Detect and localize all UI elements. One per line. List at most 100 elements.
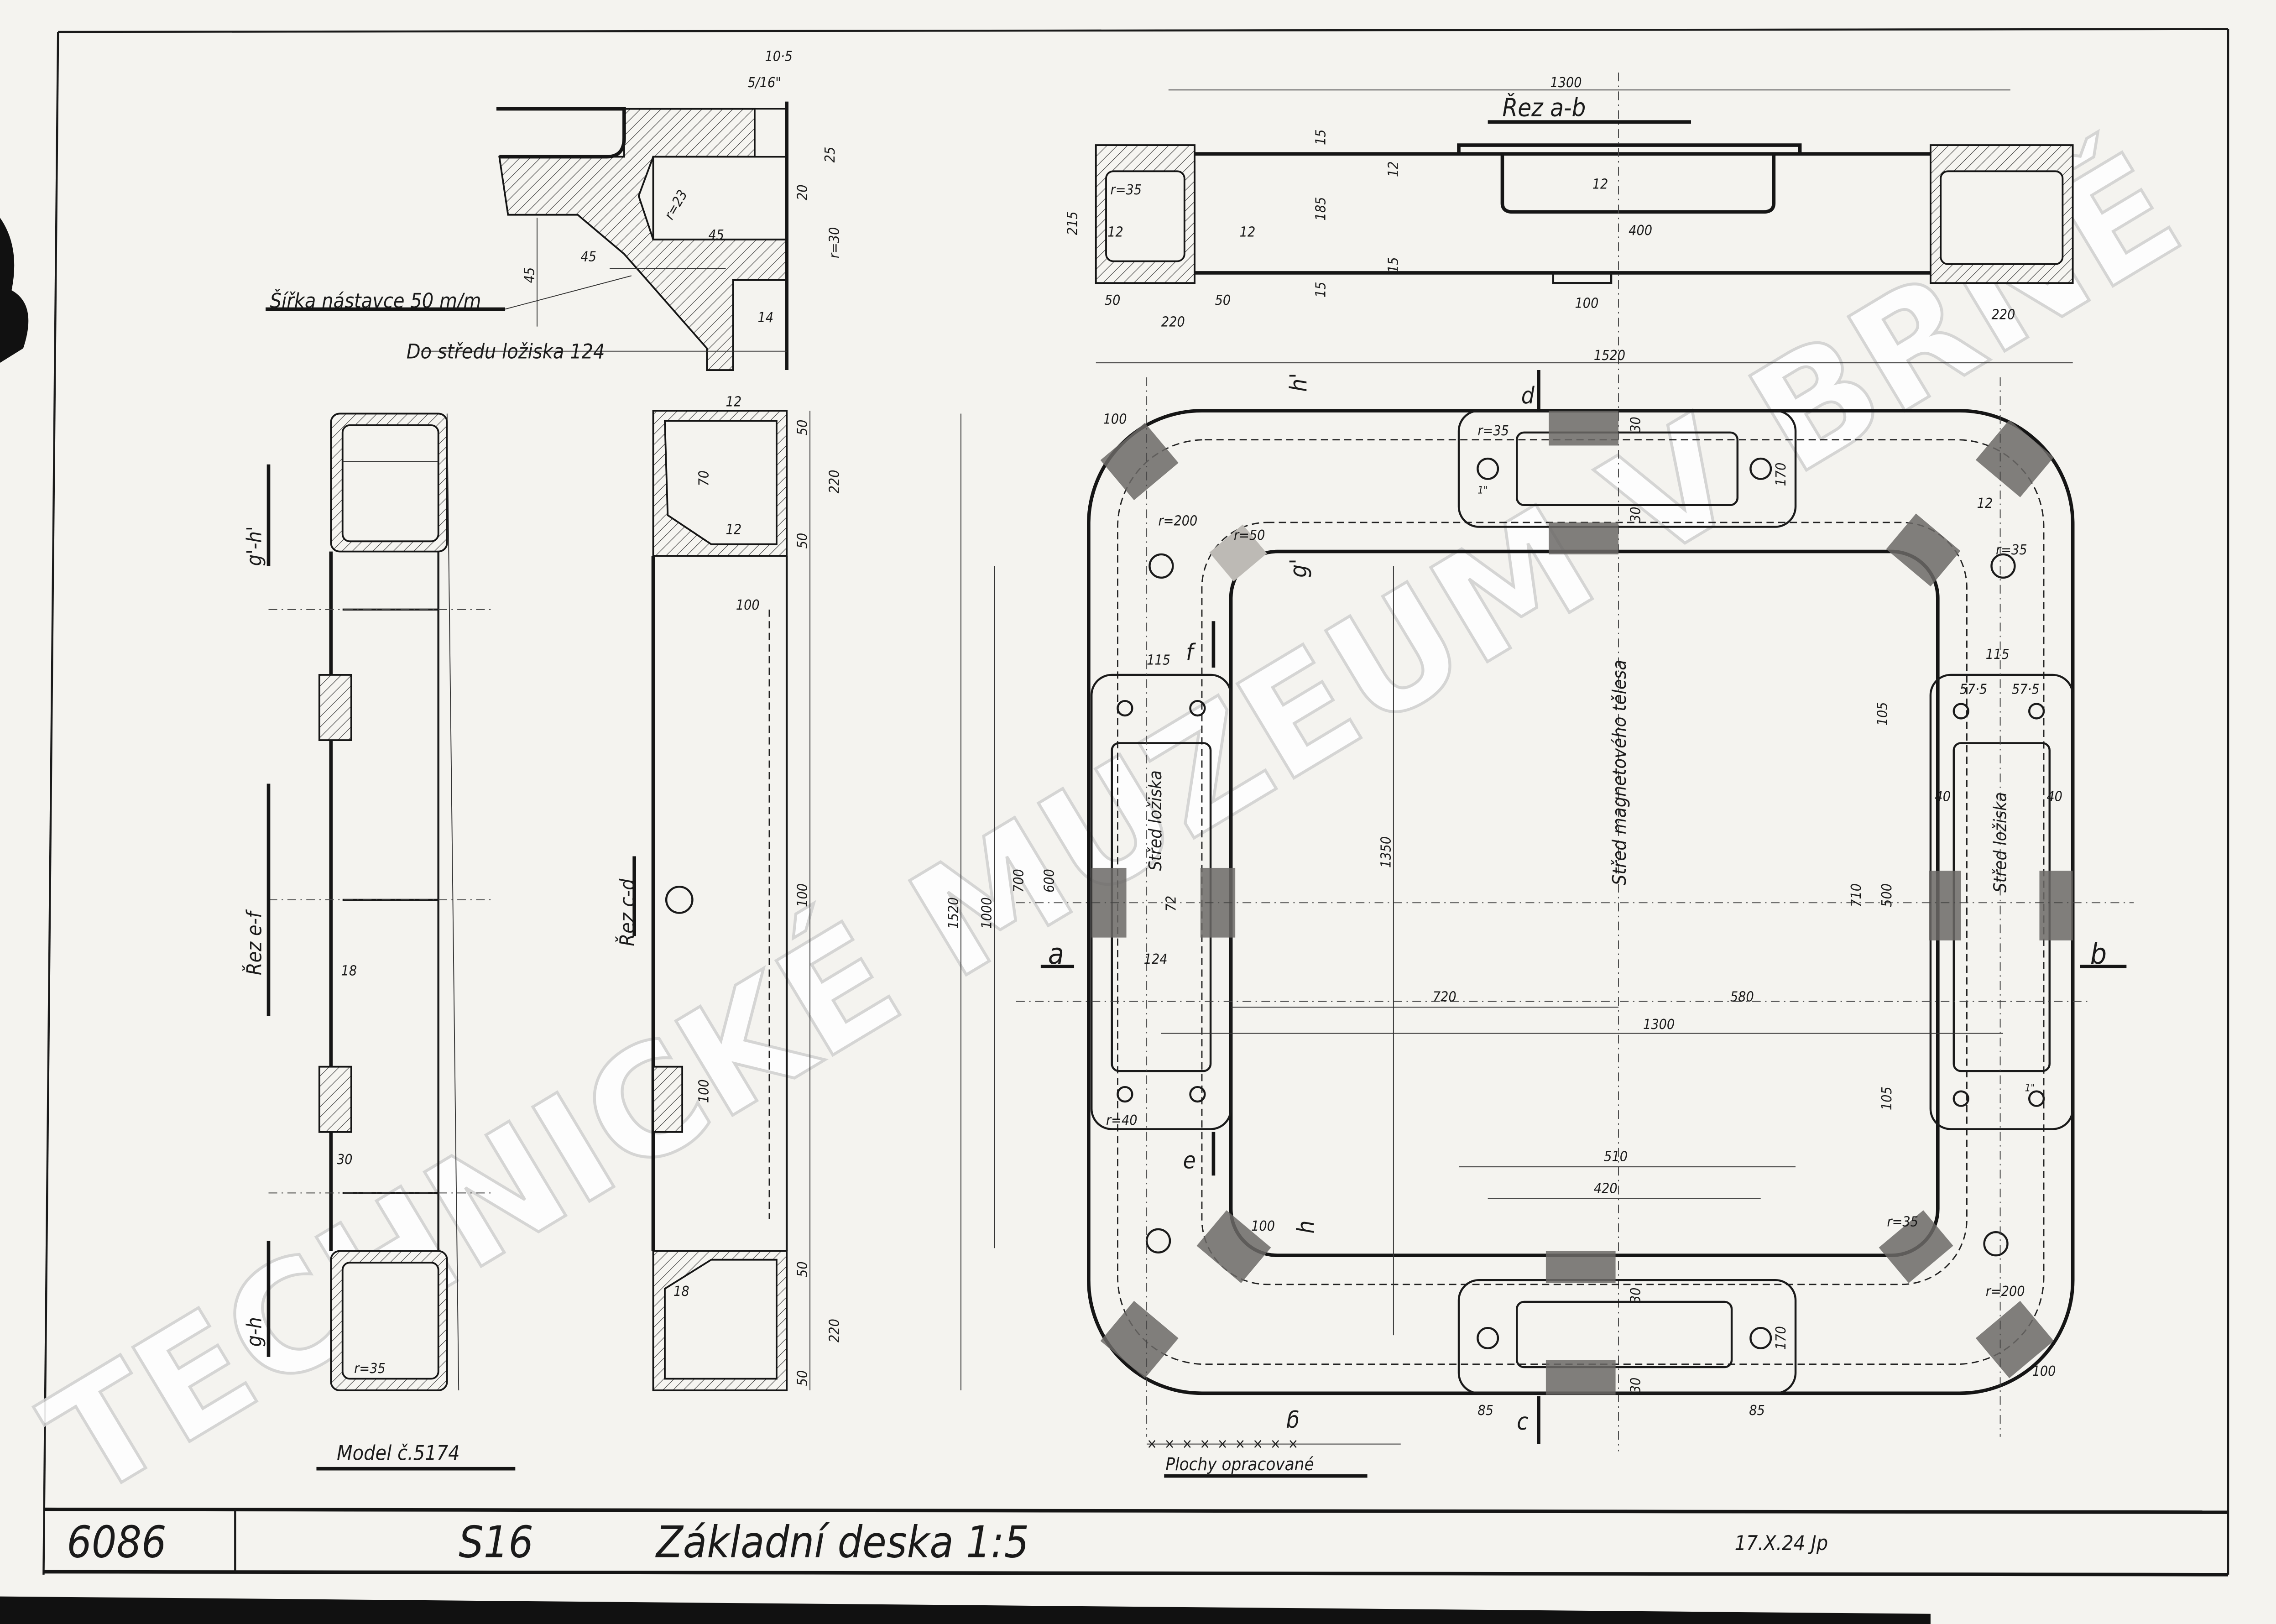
- dim-label: 400: [1629, 223, 1652, 239]
- dim-label: 30: [1628, 417, 1644, 433]
- dim-label: r=30: [827, 227, 843, 259]
- dim-label: 720: [1433, 989, 1456, 1005]
- dim-label: 220: [1161, 314, 1185, 330]
- dim-label: r=40: [1106, 1112, 1138, 1128]
- dim-label: 105: [1874, 702, 1890, 726]
- bearing-center-note: Do středu ložiska 124: [407, 340, 605, 364]
- dim-label: 50: [795, 1261, 811, 1277]
- dim-label: 12: [726, 522, 742, 538]
- dim-label: 12: [1977, 496, 1993, 512]
- cut-letter-b: b: [2090, 937, 2107, 971]
- dim-label: 420: [1594, 1180, 1618, 1196]
- dim-label: 1000: [979, 897, 995, 929]
- section-label-gh-prime: g'-h': [243, 526, 266, 566]
- attachment-width-note: Šířka nástavce 50 m/m: [270, 288, 481, 313]
- dim-label: 30: [337, 1152, 353, 1168]
- dim-label: 15: [1385, 257, 1401, 273]
- dim-label: 510: [1604, 1149, 1628, 1164]
- dim-label: 45: [580, 249, 596, 265]
- dim-label: 85: [1477, 1403, 1493, 1419]
- dim-label: 1300: [1550, 75, 1582, 91]
- dim-label: 100: [1103, 412, 1127, 428]
- section-label-cd: Řez c-d: [615, 878, 639, 946]
- cut-letter-h-prime: h': [1285, 373, 1312, 392]
- section-ef-view: g'-h' Řez e-f g-h 18 30 r=35 Model č.517…: [242, 413, 516, 1471]
- machined-surfaces-note: Plochy opracované: [1165, 1454, 1314, 1474]
- dim-label: 12: [1107, 224, 1123, 240]
- dim-label: 1520: [946, 897, 962, 929]
- cut-letter-c: c: [1517, 1409, 1528, 1436]
- dim-label: 50: [1105, 292, 1121, 308]
- dim-label: 12: [726, 394, 742, 410]
- dim-label: r=200: [1986, 1284, 2025, 1300]
- machined-patches: [1091, 411, 2073, 1395]
- dim-label: 57·5: [2012, 681, 2039, 697]
- dim-label: 10·5: [765, 49, 792, 65]
- dim-label: 1": [1477, 484, 1488, 496]
- model-number-note: Model č.5174: [337, 1441, 460, 1465]
- dim-label: 115: [1147, 653, 1170, 668]
- dim-label: 100: [795, 883, 811, 907]
- dim-label: 70: [696, 470, 712, 486]
- dim-label: 25: [822, 147, 838, 163]
- cut-letter-e: e: [1183, 1147, 1196, 1174]
- section-ab-view: 1300 Řez a-b 15 12 185 15 15 12 12 r=35 …: [1065, 73, 2074, 1452]
- cut-letter-g: g: [1286, 1409, 1299, 1436]
- dim-label: 170: [1773, 1326, 1789, 1350]
- dim-label: 5/16": [747, 75, 781, 91]
- dim-label: 12: [1240, 224, 1256, 240]
- dim-label: r=35: [1477, 423, 1509, 439]
- dim-label: r=50: [1234, 527, 1265, 543]
- dim-label: 710: [1848, 883, 1864, 907]
- dim-label: 15: [1313, 129, 1329, 145]
- title-block: 6086 S16 Základní deska 1:5 17.X.24 Jp: [43, 1507, 2229, 1577]
- section-cd-view: Řez c-d 12 70 12 100 220 50 50 100 100 1…: [615, 394, 995, 1391]
- dim-label: 1350: [1378, 836, 1394, 868]
- dim-label: 20: [795, 184, 811, 200]
- cut-letter-d: d: [1521, 382, 1535, 409]
- plan-view: a b c d e f g g' h h' Střed magnetového …: [1011, 370, 2134, 1478]
- dim-label: 185: [1313, 197, 1329, 221]
- dim-label: 600: [1041, 869, 1057, 893]
- dim-label: 700: [1011, 869, 1027, 893]
- dim-label: 124: [1144, 951, 1168, 967]
- cut-letter-a: a: [1048, 937, 1064, 971]
- dim-label: 100: [696, 1079, 712, 1103]
- dim-label: 105: [1879, 1086, 1895, 1110]
- dim-label: 57·5: [1960, 681, 1987, 697]
- series-code: S16: [459, 1517, 533, 1568]
- dim-label: 72: [1164, 896, 1180, 912]
- bearing-center-right-label: Střed ložiska: [1990, 792, 2010, 893]
- cut-letter-h: h: [1293, 1220, 1320, 1233]
- dim-label: 220: [827, 470, 843, 494]
- dim-label: 12: [1385, 161, 1401, 177]
- dim-label: 45: [708, 227, 724, 243]
- date-signature: 17.X.24 Jp: [1734, 1531, 1828, 1555]
- dim-label: 170: [1773, 463, 1789, 486]
- dim-label: 30: [1628, 507, 1644, 522]
- dim-label: 45: [522, 267, 538, 283]
- dim-label: 100: [1575, 295, 1599, 311]
- cut-letter-g-prime: g': [1285, 559, 1312, 578]
- dim-label: 40: [2046, 789, 2062, 805]
- torn-edge: [0, 218, 29, 363]
- dim-label: 580: [1730, 989, 1754, 1005]
- dim-label: 15: [1313, 282, 1329, 298]
- dim-label: 30: [1628, 1288, 1644, 1304]
- dim-label: 220: [1991, 307, 2015, 323]
- bolt-holes: [1117, 457, 2045, 1349]
- section-label-ef: Řez e-f: [242, 909, 266, 975]
- torn-bottom-edge: [0, 1596, 1931, 1624]
- dim-label: 18: [673, 1284, 689, 1300]
- dim-label: 100: [736, 597, 760, 613]
- dim-label: r=35: [1111, 182, 1142, 198]
- dim-label: 100: [1251, 1218, 1275, 1234]
- drawing-number: 6086: [67, 1517, 166, 1568]
- dim-label: 1300: [1643, 1017, 1675, 1033]
- dim-label: 220: [827, 1319, 843, 1342]
- dim-label: 500: [1879, 883, 1895, 907]
- dim-label: 1": [2025, 1082, 2035, 1094]
- magnet-center-label: Střed magnetového tělesa: [1608, 660, 1630, 885]
- dim-label: 18: [341, 963, 357, 979]
